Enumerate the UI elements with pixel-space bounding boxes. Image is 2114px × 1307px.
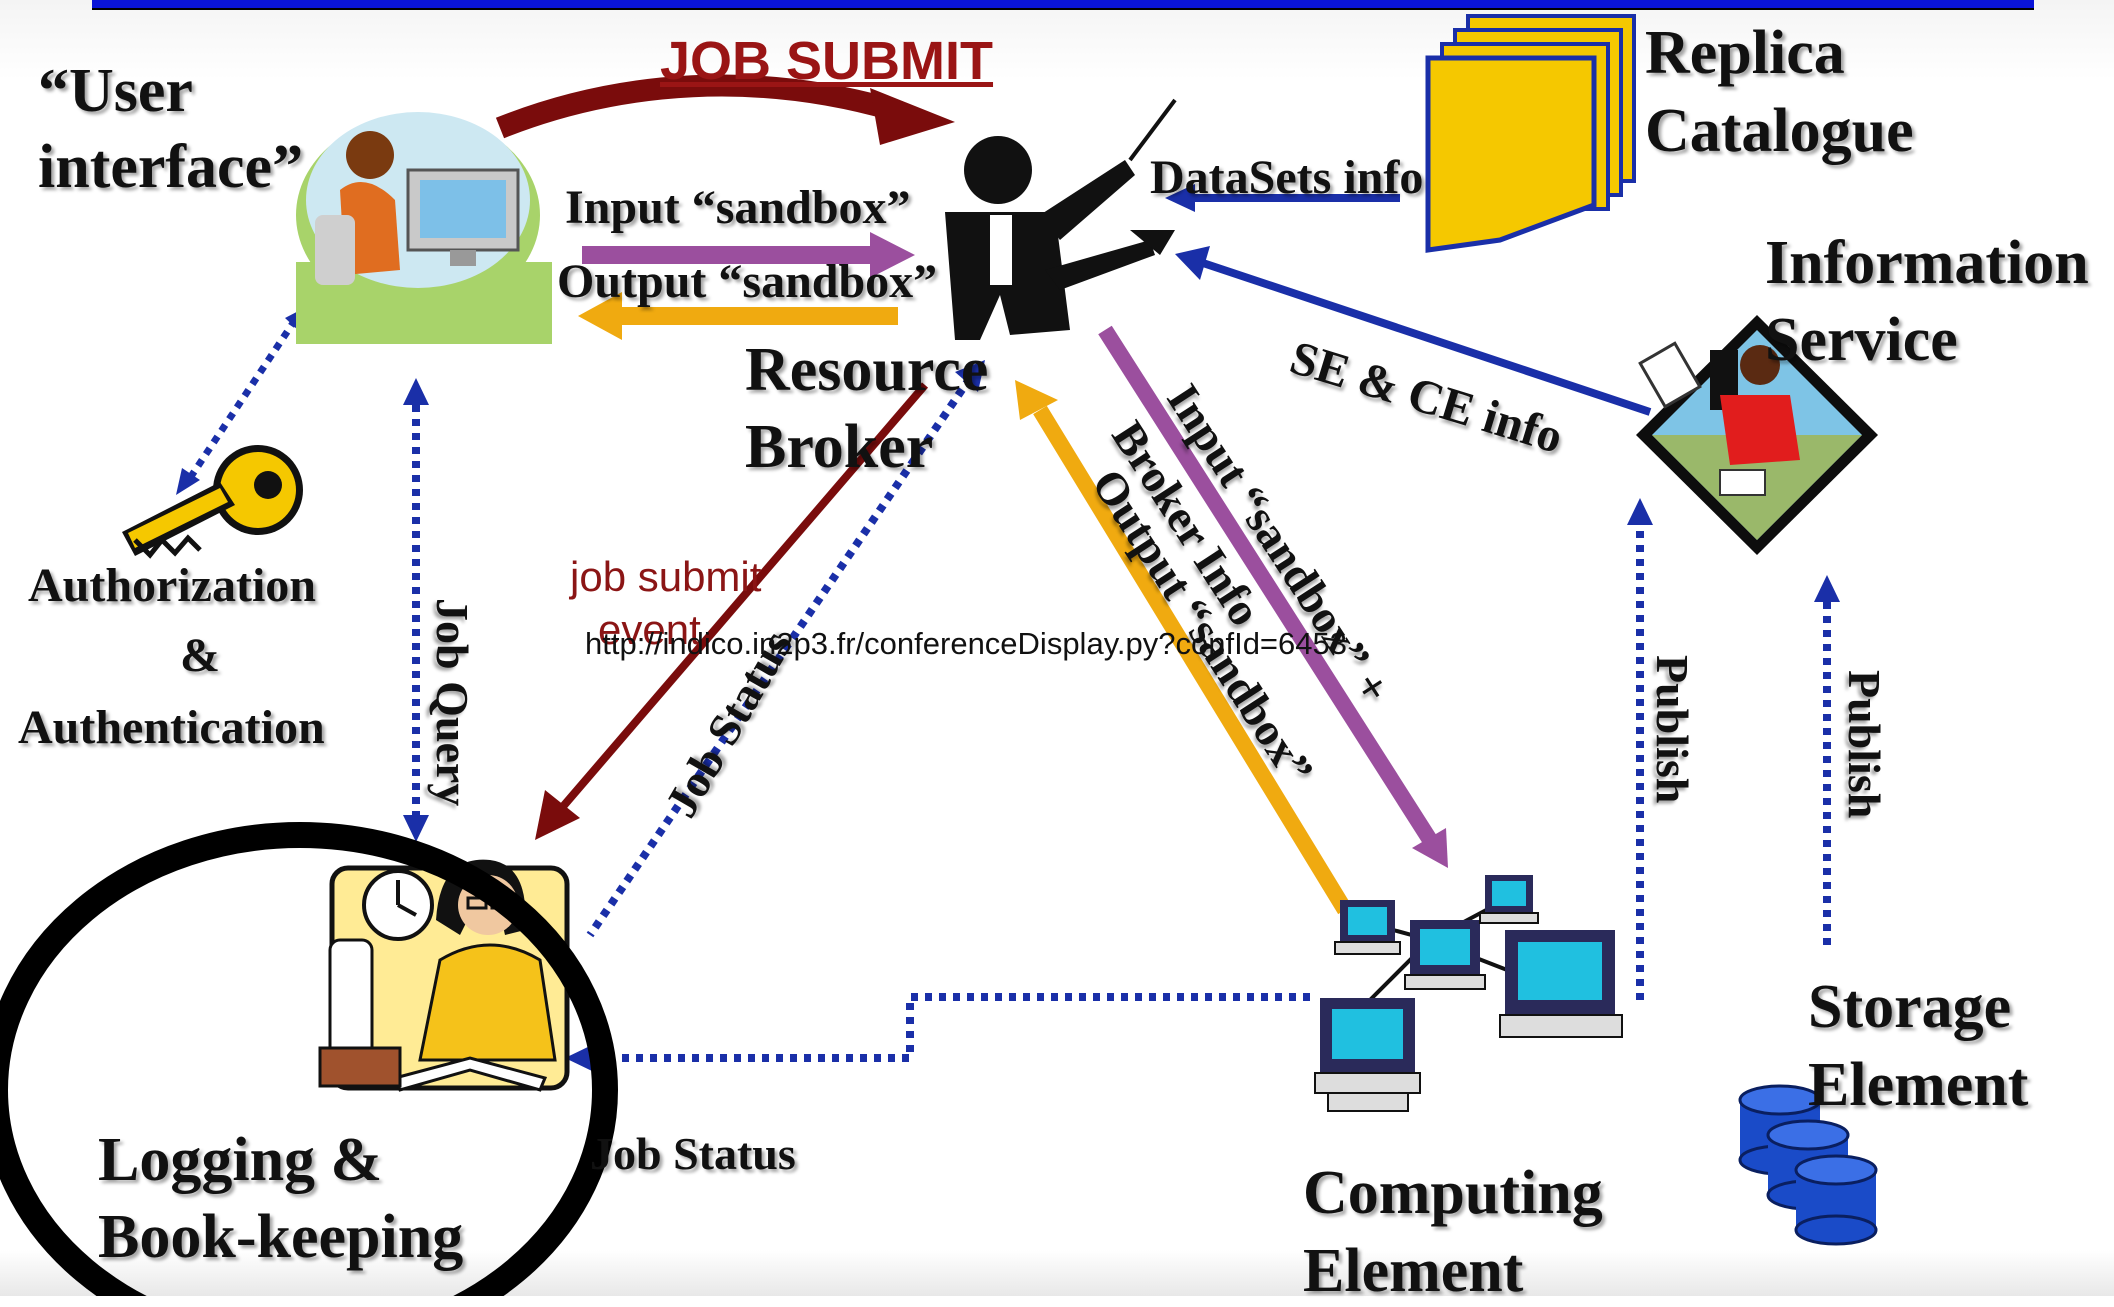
storage-element-label-line1: Storage: [1808, 973, 2012, 1041]
highlight-circle: [0, 822, 618, 1296]
key-icon: [122, 445, 303, 559]
output-sandbox-arrow: [578, 292, 898, 340]
information-service-picture: [1636, 315, 1878, 555]
user-interface-label-line2: interface”: [38, 133, 304, 201]
ce-input-sandbox-arrow: [1098, 325, 1448, 868]
job-submit-event-label-line1: job submit: [570, 553, 762, 600]
publish-ce-dotted-arrow: [1627, 498, 1653, 1000]
information-service-label-line2: Service: [1765, 306, 1958, 374]
publish-ce-label: Publish: [1647, 655, 1698, 804]
replica-catalogue-label-line1: Replica: [1645, 19, 1845, 87]
replica-catalogue-picture: [1425, 14, 1636, 253]
job-submit-event-arrow: [535, 382, 929, 840]
auth-label-line1: Authorization: [28, 559, 316, 612]
information-service-label-line1: Information: [1765, 229, 2089, 297]
job-submit-label: JOB SUBMIT: [660, 31, 994, 91]
logging-bookkeeping-picture: [318, 859, 570, 1092]
resource-broker-label-line2: Broker: [745, 413, 934, 481]
source-url-text: http://indico.in2p3.fr/conferenceDisplay…: [585, 626, 1347, 661]
logging-label-line1: Logging &: [98, 1126, 383, 1194]
input-sandbox-label: Input “sandbox”: [565, 181, 911, 234]
job-submit-arrow: [495, 74, 955, 145]
replica-catalogue-label-line2: Catalogue: [1645, 97, 1914, 165]
logging-label-line2: Book-keeping: [98, 1203, 464, 1271]
storage-element-label-line2: Element: [1808, 1051, 2029, 1119]
title-bar-stripe: [92, 0, 2034, 10]
output-sandbox-label: Output “sandbox”: [557, 255, 938, 308]
computing-element-label-line1: Computing: [1303, 1159, 1603, 1227]
input-sandbox-arrow: [582, 232, 915, 278]
ce-logging-dotted-arrow: [565, 993, 1310, 1071]
resource-broker-label-line1: Resource: [745, 336, 989, 404]
user-interface-label-line1: “User: [38, 57, 193, 125]
publish-se-label: Publish: [1839, 670, 1890, 819]
auth-label-line2: &: [180, 629, 220, 682]
user-interface-picture: [296, 112, 552, 344]
job-query-dotted-arrow: [403, 378, 429, 842]
job-status-bottom-label: Job Status: [590, 1128, 796, 1179]
computing-element-picture: [1314, 875, 1623, 1112]
publish-se-dotted-arrow: [1814, 575, 1840, 945]
se-ce-info-arrow: [1175, 246, 1652, 416]
job-query-label: Job Query: [427, 598, 478, 807]
auth-label-line3: Authentication: [18, 701, 325, 754]
storage-element-picture: [1738, 1084, 1878, 1246]
datasets-info-arrow: [1165, 184, 1400, 212]
resource-broker-picture: [945, 98, 1177, 340]
job-status-dotted-arrow: [586, 360, 985, 938]
computing-element-label-line2: Element: [1303, 1237, 1524, 1305]
ce-output-sandbox-arrow: [1015, 380, 1352, 915]
job-submit-event-label-line2: event: [598, 606, 701, 653]
datasets-info-label: DataSets info: [1150, 151, 1424, 204]
